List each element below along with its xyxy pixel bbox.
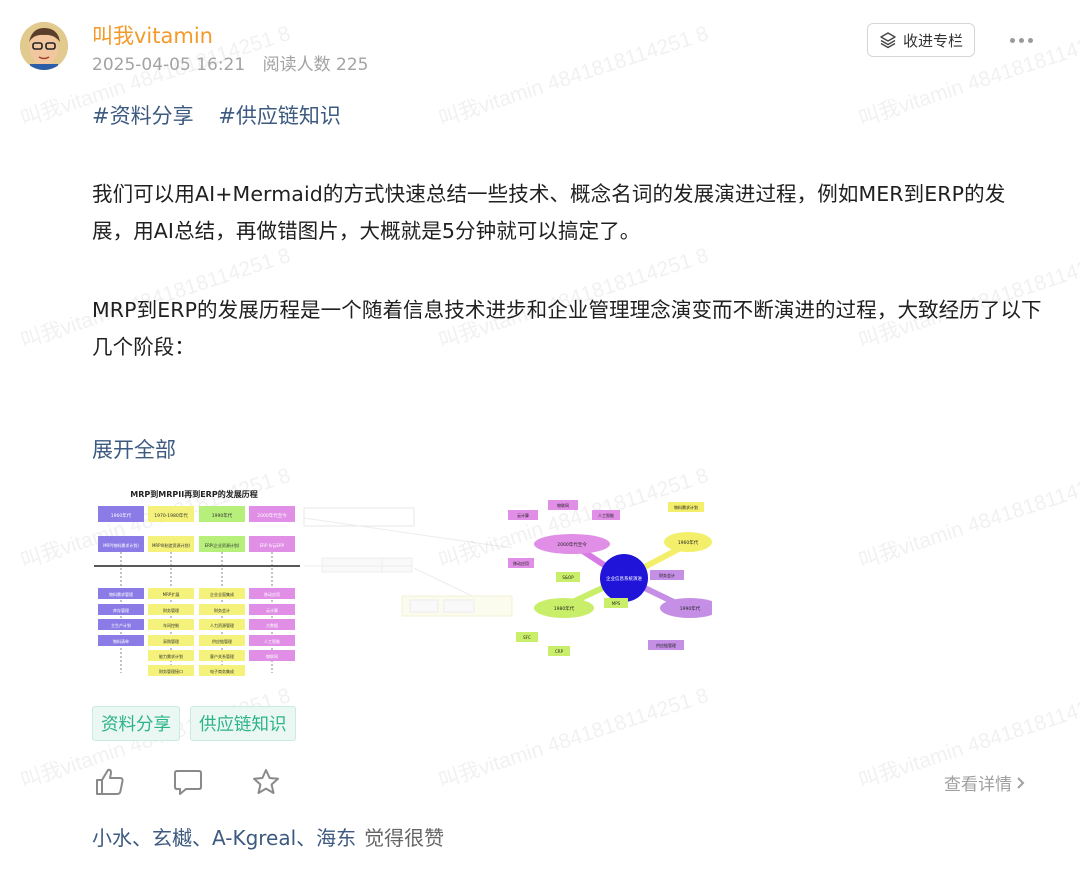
watermark: 叫我vitamin 4841818114251 8	[855, 464, 1080, 573]
diagram-cell: 财务会计	[214, 607, 230, 613]
like-button[interactable]	[92, 765, 128, 799]
diagram-cell: 能力需求计划	[159, 653, 183, 659]
expand-all-link[interactable]: 展开全部	[92, 438, 176, 462]
topic-link[interactable]: #资料分享	[92, 104, 194, 128]
layers-icon	[880, 32, 896, 49]
diagram-cell: 移动应用	[264, 591, 280, 597]
more-options-button[interactable]	[1006, 27, 1036, 53]
chevron-right-icon	[1017, 776, 1025, 789]
mindmap-node: MPS	[612, 601, 621, 606]
liked-suffix: 觉得很赞	[364, 826, 445, 850]
read-count: 阅读人数 225	[262, 55, 369, 75]
diagram-col3: 企业全面集成 财务会计 人力资源管理 供应链管理 客户关系管理 电子商务集成	[199, 588, 245, 676]
post-date: 2025-04-05 16:21	[92, 55, 246, 75]
more-dot-icon	[1009, 37, 1015, 43]
diagram-cell: 采购管理	[163, 638, 179, 644]
diagram-cell: MRP扩展	[163, 591, 180, 597]
post-image[interactable]: MRP到MRPII再到ERP的发展历程 1960年代 1970-1980年代 1…	[92, 478, 712, 678]
comment-button[interactable]	[170, 765, 206, 799]
mindmap-node: 1960年代	[678, 539, 699, 546]
mindmap-node: 物料需求计划	[674, 504, 698, 510]
diagram-cell: 1960年代	[111, 512, 132, 519]
watermark: 叫我vitamin 4841818114251 8	[435, 683, 712, 793]
thumbs-up-icon	[96, 768, 124, 795]
diagram-cell: 人工智能	[264, 638, 280, 644]
diagram-cell: 车间控制	[163, 622, 179, 628]
topic-link[interactable]: #供应链知识	[218, 104, 341, 128]
diagram-cell: MRP(物料需求计划)	[103, 542, 139, 548]
diagram-cell: 供应链管理	[212, 638, 232, 644]
mindmap-node: 财务会计	[659, 572, 675, 578]
topic-links: #资料分享 #供应链知识	[92, 100, 359, 130]
liker-names[interactable]: 小水、玄樾、A-Kgreal、海东	[92, 826, 357, 850]
diagram-cell: 库存管理	[113, 607, 129, 613]
diagram-cell: 财务管理	[163, 607, 179, 613]
diagram-cell: 物联网	[266, 653, 278, 659]
diagram-cell: 物料需求管理	[109, 591, 133, 597]
mindmap-node: CRP	[555, 649, 564, 654]
diagram-faded-flow	[303, 507, 513, 617]
diagram-cell: 2000年代至今	[257, 512, 287, 519]
watermark: 叫我vitamin 4841818114251 8	[435, 21, 712, 131]
post-paragraph: MRP到ERP的发展历程是一个随着信息技术进步和企业管理理念演变而不断演进的过程…	[92, 298, 1042, 359]
post-meta: 2025-04-05 16:21 阅读人数 225	[92, 55, 380, 75]
mindmap-node: S&OP	[562, 575, 574, 580]
diagram-cell: 客户关系管理	[210, 653, 234, 659]
avatar[interactable]	[20, 22, 68, 70]
diagram-col1: 物料需求管理 库存管理 主生产计划 物料清单	[98, 588, 144, 646]
diagram-cell: 企业全面集成	[210, 591, 234, 597]
diagram-cell: ERP(企业资源计划)	[205, 542, 240, 548]
diagram-cell: 1970-1980年代	[154, 512, 188, 519]
diagram-cell: 大数据	[266, 622, 278, 628]
diagram-cell: 电子商务集成	[210, 668, 234, 674]
diagram-cell: 云计算	[266, 607, 278, 613]
mindmap-node: SFC	[523, 635, 531, 640]
mindmap-center: 企业信息系统演进	[606, 575, 642, 582]
more-dot-icon	[1018, 37, 1024, 43]
mindmap-node: 物联网	[557, 502, 569, 508]
diagram-header-row: 1960年代 1970-1980年代 1990年代 2000年代至今	[98, 506, 295, 522]
diagram-cell: 1990年代	[212, 512, 233, 519]
mindmap-node: 移动应用	[513, 560, 529, 566]
author-name[interactable]: 叫我vitamin	[92, 24, 213, 48]
favorite-button[interactable]	[248, 765, 284, 799]
collect-label: 收进专栏	[902, 31, 963, 50]
diagram-mindmap: 企业信息系统演进 2000年代至今 1980年代 1960年代 1990年代 云…	[508, 500, 712, 656]
tag-chip[interactable]: 供应链知识	[190, 706, 296, 741]
diagram-cell: 财务管理接口	[159, 668, 183, 674]
avatar-illustration	[20, 22, 68, 70]
more-dot-icon	[1027, 37, 1033, 43]
collect-to-column-button[interactable]: 收进专栏	[867, 23, 975, 57]
diagram-cell: 主生产计划	[111, 622, 131, 628]
tag-list: 资料分享 供应链知识	[92, 706, 296, 741]
diagram-system-row: MRP(物料需求计划) MRPII(制造资源计划) ERP(企业资源计划) ER…	[98, 536, 295, 552]
view-details-link[interactable]: 查看详情	[944, 770, 1026, 795]
diagram-col4: 移动应用 云计算 大数据 人工智能 物联网	[249, 588, 295, 661]
diagram-cell: 人力资源管理	[210, 622, 234, 628]
star-icon	[253, 769, 279, 794]
diagram-thumbnail: MRP到MRPII再到ERP的发展历程 1960年代 1970-1980年代 1…	[94, 489, 712, 676]
mindmap-node: 1980年代	[554, 605, 575, 612]
details-label: 查看详情	[944, 775, 1012, 795]
diagram-cell: ERP II/云ERP	[260, 543, 285, 548]
tag-chip[interactable]: 资料分享	[92, 706, 180, 741]
diagram-title: MRP到MRPII再到ERP的发展历程	[130, 489, 257, 499]
mindmap-node: 人工智能	[598, 512, 614, 518]
liked-by-line: 小水、玄樾、A-Kgreal、海东觉得很赞	[92, 822, 444, 851]
mindmap-node: 供应链管理	[656, 642, 676, 648]
mindmap-node: 2000年代至今	[557, 541, 587, 548]
diagram-cell: 物料清单	[113, 638, 129, 644]
comment-icon	[174, 770, 202, 795]
mindmap-node: 云计算	[517, 512, 529, 518]
mindmap-node: 1990年代	[680, 605, 701, 612]
diagram-col2: MRP扩展 财务管理 车间控制 采购管理 能力需求计划 财务管理接口	[148, 588, 194, 676]
post-paragraph: 我们可以用AI+Mermaid的方式快速总结一些技术、概念名词的发展演进过程，例…	[92, 182, 1006, 243]
diagram-cell: MRPII(制造资源计划)	[152, 542, 191, 548]
